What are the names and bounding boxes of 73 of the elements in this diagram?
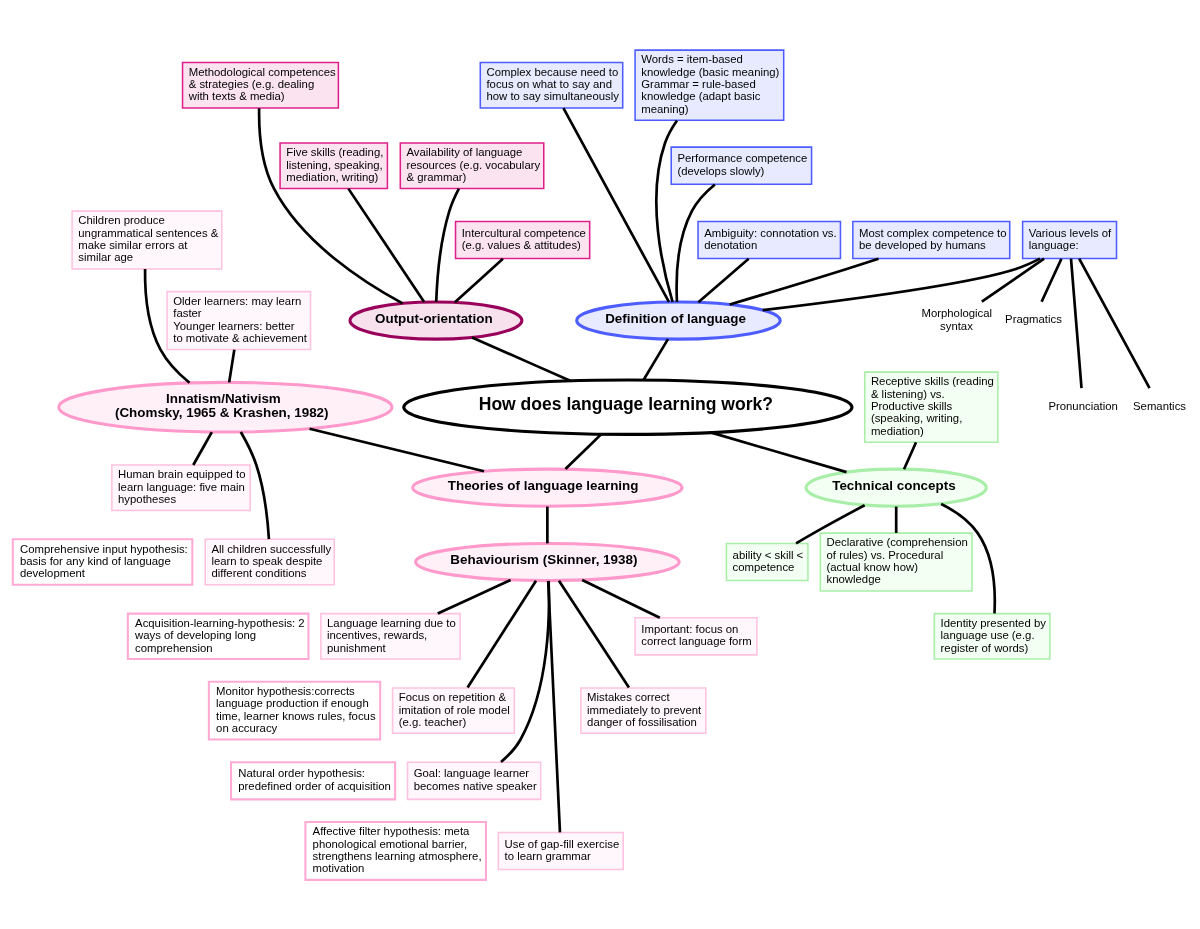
connector bbox=[795, 503, 866, 545]
connector bbox=[581, 578, 661, 619]
connector bbox=[192, 431, 213, 466]
connector bbox=[227, 349, 236, 383]
connector bbox=[1069, 258, 1083, 388]
connector bbox=[466, 579, 538, 688]
node-box: Children produce ungrammatical sentences & make similar errors at similar age bbox=[71, 209, 223, 270]
node-ellipse: Innatism/Nativism (Chomsky, 1965 & Krashen, 1982) bbox=[57, 380, 394, 434]
connector bbox=[471, 335, 572, 382]
node-box: Goal: language learner becomes native speaker bbox=[406, 760, 542, 800]
connector bbox=[894, 506, 898, 533]
node-box: Performance competence (develops slowly) bbox=[670, 145, 813, 185]
node-box: Use of gap-fill exercise to learn grammar bbox=[497, 831, 624, 870]
node-ellipse: Output-orientation bbox=[348, 299, 524, 341]
node-text: Morphological syntax bbox=[921, 306, 993, 332]
connector bbox=[1040, 257, 1063, 302]
connector bbox=[710, 430, 847, 473]
node-box: Ambiguity: connotation vs. denotation bbox=[697, 220, 842, 259]
node-box: Natural order hypothesis: predefined order of acquisition bbox=[230, 760, 397, 800]
node-text: Semantics bbox=[1133, 399, 1187, 412]
connector bbox=[1078, 257, 1151, 389]
node-box: Words = item-based knowledge (basic meaning) Grammar = rule-based knowledge (adapt basic meaning) bbox=[634, 48, 785, 121]
node-box: Methodological competences & strategies (e.g. dealing with texts & media) bbox=[181, 61, 340, 109]
connector bbox=[729, 256, 879, 306]
node-ellipse: Technical concepts bbox=[804, 467, 988, 508]
node-ellipse: Definition of language bbox=[575, 299, 782, 341]
connector bbox=[902, 441, 918, 470]
node-ellipse: How does language learning work? bbox=[402, 377, 854, 436]
connector bbox=[675, 182, 716, 302]
node-text: Pronunciation bbox=[1048, 399, 1118, 412]
node-box: Focus on repetition & imitation of role model (e.g. teacher) bbox=[391, 686, 516, 734]
connector bbox=[454, 257, 504, 303]
connector bbox=[562, 107, 671, 303]
node-box: Mistakes correct immediately to prevent danger of fossilisation bbox=[580, 686, 707, 734]
connector bbox=[981, 257, 1045, 303]
node-box: Acquisition-learning-hypothesis: 2 ways of developing long comprehension bbox=[126, 612, 310, 660]
connector bbox=[762, 256, 1041, 311]
connector bbox=[257, 107, 404, 304]
connector bbox=[309, 426, 485, 473]
connector bbox=[655, 119, 679, 302]
node-box: Declarative (comprehension of rules) vs. Procedural (actual know how) knowledge bbox=[819, 531, 973, 592]
connector bbox=[546, 580, 562, 832]
node-box: Important: focus on correct language form bbox=[634, 616, 758, 656]
connector bbox=[697, 257, 750, 303]
node-box: Affective filter hypothesis: meta phonological emotional barrier, strengthens learning atmosphere, motivation bbox=[304, 820, 487, 881]
node-box: Human brain equipped to learn language: five main hypotheses bbox=[111, 463, 251, 511]
node-box: Comprehensive input hypothesis: basis for any kind of language development bbox=[11, 537, 194, 586]
node-ellipse: Behaviourism (Skinner, 1938) bbox=[414, 541, 681, 582]
node-text: Pragmatics bbox=[1005, 312, 1062, 325]
node-box: All children successfully learn to speak despite different conditions bbox=[204, 538, 336, 585]
connector bbox=[564, 432, 602, 470]
node-box: Older learners: may learn faster Younger learners: better to motivate & achievement bbox=[166, 290, 312, 350]
node-box: Most complex competence to be developed by humans bbox=[852, 220, 1011, 259]
connector bbox=[239, 430, 271, 539]
node-box: Five skills (reading, listening, speaking, mediation, writing) bbox=[279, 141, 389, 189]
node-box: Identity presented by language use (e.g. register of words) bbox=[933, 612, 1051, 660]
connector bbox=[642, 337, 670, 381]
connector bbox=[143, 268, 191, 384]
node-box: Receptive skills (reading & listening) vs. Productive skills (speaking, writing, mediation) bbox=[863, 370, 999, 443]
node-box: Availability of language resources (e.g. vocabulary & grammar) bbox=[399, 141, 545, 189]
node-ellipse: Theories of language learning bbox=[411, 467, 684, 508]
connector bbox=[437, 578, 512, 615]
node-box: Various levels of language: bbox=[1021, 220, 1118, 259]
connector bbox=[347, 187, 426, 303]
node-box: Intercultural competence (e.g. values & attitudes) bbox=[454, 220, 591, 259]
connector bbox=[434, 187, 461, 302]
connector bbox=[940, 502, 997, 613]
node-box: Complex because need to focus on what to say and how to say simultaneously bbox=[479, 61, 624, 109]
connector bbox=[557, 579, 631, 688]
node-box: Monitor hypothesis:corrects language production if enough time, learner knows rules, focus on accuracy bbox=[207, 680, 382, 741]
node-box: ability < skill < competence bbox=[725, 542, 809, 581]
connector bbox=[546, 506, 549, 543]
node-box: Language learning due to incentives, rewards, punishment bbox=[320, 612, 461, 660]
